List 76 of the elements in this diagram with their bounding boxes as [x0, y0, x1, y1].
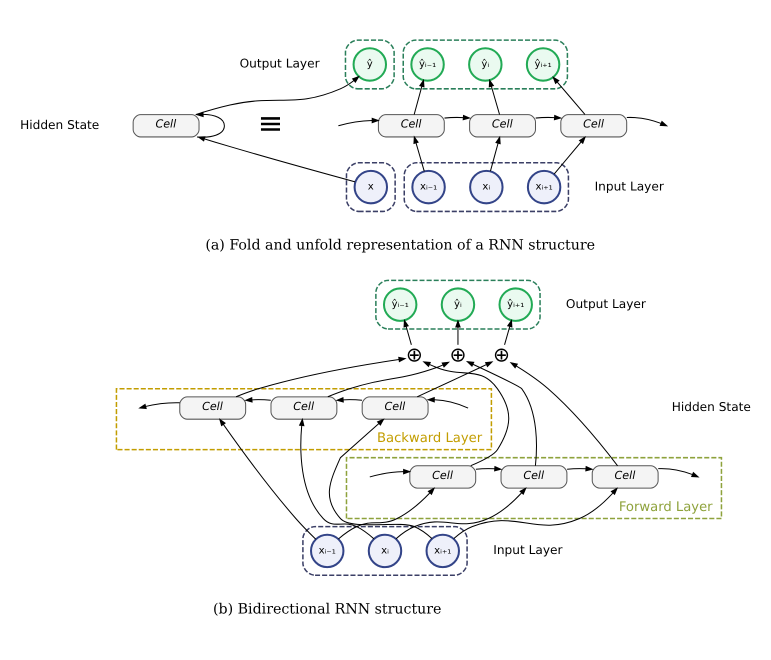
node-circle: xᵢ — [469, 170, 504, 204]
arrow — [404, 319, 412, 345]
cluster — [302, 526, 468, 576]
arrow — [328, 418, 432, 539]
arrow — [338, 487, 436, 540]
node-box: Cell — [378, 114, 445, 138]
arrow — [422, 361, 510, 466]
node-box: Cell — [409, 465, 476, 489]
arrow — [370, 468, 412, 478]
node-circle: xᵢ₋₁ — [310, 534, 344, 568]
arrow — [218, 418, 316, 540]
arrow — [567, 466, 594, 472]
node-circle: xᵢ₋₁ — [411, 170, 446, 204]
arrow — [554, 136, 586, 174]
node-text: ⊕ — [449, 342, 466, 366]
cluster — [346, 162, 396, 212]
arrow — [504, 319, 512, 345]
label: Input Layer — [493, 543, 563, 558]
node-circle: ŷᵢ₋₁ — [410, 47, 445, 82]
arrow — [466, 361, 537, 466]
label: Output Layer — [566, 296, 646, 311]
cluster — [404, 162, 570, 212]
arrow — [236, 356, 407, 398]
label: Input Layer — [594, 179, 664, 194]
node-circle: xᵢ — [368, 534, 402, 568]
arrow — [196, 76, 360, 116]
node-box: Cell — [132, 114, 200, 138]
cluster — [344, 39, 395, 90]
arrow — [328, 362, 450, 398]
arrow — [510, 362, 618, 466]
node-box: Cell — [560, 114, 628, 138]
arrow — [195, 112, 225, 138]
node-circle: x — [354, 170, 388, 204]
arrow — [488, 78, 500, 115]
label: Output Layer — [240, 56, 320, 71]
arrow — [455, 319, 461, 345]
arrow — [197, 136, 356, 182]
arrow — [138, 402, 180, 410]
arrow — [244, 396, 271, 403]
cluster — [402, 39, 568, 90]
label: Hidden State — [672, 400, 751, 414]
arrow — [426, 396, 468, 408]
label: (a) Fold and unfold representation of a RNN structure — [205, 238, 596, 254]
arrow — [336, 396, 362, 403]
label: Hidden State — [20, 118, 100, 132]
arrow — [626, 116, 668, 126]
arrow — [416, 361, 494, 398]
node-box: Cell — [469, 114, 536, 138]
node-circle: ŷᵢ₋₁ — [382, 287, 418, 322]
node-circle: xᵢ₊₁ — [426, 534, 460, 568]
arrow — [444, 114, 471, 120]
arrow — [413, 136, 425, 172]
node-text: ⊕ — [493, 342, 510, 366]
node-circle: ŷᵢ₊₁ — [498, 287, 533, 322]
arrow — [658, 468, 700, 478]
arrow — [414, 78, 424, 115]
node-box: Cell — [500, 465, 568, 489]
label: ≡ — [258, 106, 284, 142]
node-box: Cell — [592, 465, 659, 489]
node-box: Cell — [270, 396, 338, 420]
node-text: ⊕ — [406, 342, 423, 366]
node-circle: ŷᵢ — [440, 287, 476, 322]
arrow — [338, 118, 380, 126]
arrow — [453, 487, 618, 539]
node-circle: ŷᵢ — [468, 47, 503, 82]
node-box: Cell — [179, 396, 246, 420]
label: (b) Bidirectional RNN structure — [213, 601, 442, 618]
arrow — [298, 418, 374, 540]
node-circle: xᵢ₊₁ — [526, 170, 562, 204]
node-circle: ŷᵢ₊₁ — [526, 47, 560, 82]
arrow — [536, 114, 562, 120]
arrow — [552, 76, 586, 115]
arrow — [396, 487, 527, 540]
arrow — [476, 466, 502, 472]
arrow — [490, 136, 501, 172]
node-box: Cell — [362, 396, 429, 420]
